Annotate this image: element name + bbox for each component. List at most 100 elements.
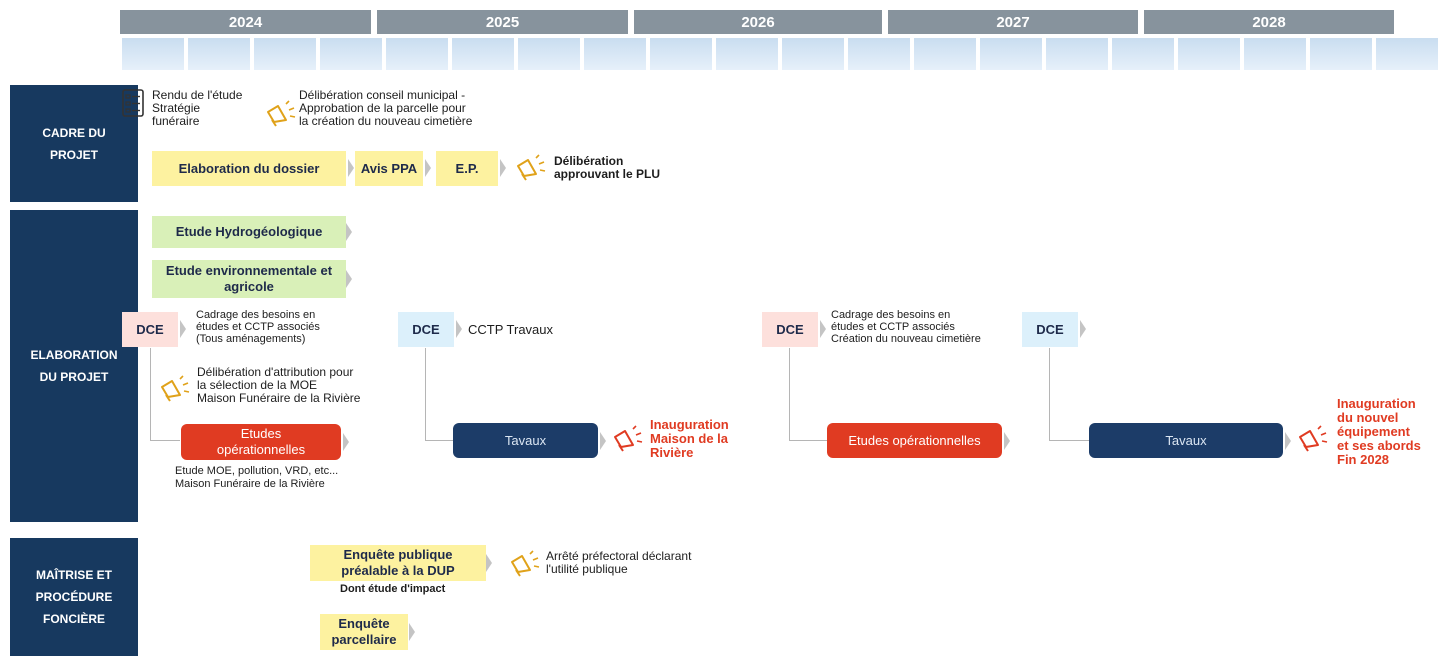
quarter-cell <box>980 38 1042 70</box>
text-line: Inauguration <box>1337 396 1416 411</box>
text-line: et ses abords <box>1337 438 1421 453</box>
chevron-right-icon <box>1285 432 1291 450</box>
rendu-etude-text: Rendu de l'étude Stratégie funéraire <box>152 89 242 128</box>
megaphone-icon <box>267 100 296 127</box>
megaphone-icon <box>1299 425 1328 452</box>
section-label-line: procédure <box>35 590 113 604</box>
connector-line <box>1049 440 1089 441</box>
quarter-cell <box>914 38 976 70</box>
quarter-cell <box>518 38 580 70</box>
connector-line <box>425 348 426 440</box>
text-line: du nouvel <box>1337 410 1399 425</box>
year-header-2026: 2026 <box>634 10 882 34</box>
text-line: Inauguration <box>650 417 729 432</box>
chevron-right-icon <box>409 623 415 641</box>
chevron-right-icon <box>820 320 826 338</box>
text-line: Cadrage des besoins en <box>196 309 316 321</box>
deliberation-moe-text: Délibération d'attribution pour la sélec… <box>197 366 360 405</box>
connector-line <box>425 440 453 441</box>
travaux-box: Tavaux <box>453 423 598 458</box>
quarter-cell <box>1244 38 1306 70</box>
chevron-right-icon <box>600 432 606 450</box>
quarter-cell <box>584 38 646 70</box>
etude-environnementale-box: Etude environnementale et agricole <box>152 260 346 298</box>
quarter-cell <box>848 38 910 70</box>
chevron-right-icon <box>425 159 431 177</box>
year-header-2024: 2024 <box>120 10 371 34</box>
dce-box: DCE <box>1022 312 1078 347</box>
text-line: Maison Funéraire de la Rivière <box>175 478 325 490</box>
year-header-2028: 2028 <box>1144 10 1394 34</box>
connector-line <box>789 348 790 440</box>
travaux-box: Tavaux <box>1089 423 1283 458</box>
quarter-cell <box>188 38 250 70</box>
chevron-right-icon <box>486 554 492 572</box>
chevron-right-icon <box>1004 432 1010 450</box>
connector-line <box>150 440 180 441</box>
section-label-line: Maîtrise et <box>35 568 112 582</box>
quarter-cell <box>1112 38 1174 70</box>
etude-impact-note: Dont étude d'impact <box>340 583 446 595</box>
section-label-line: foncière <box>42 612 105 626</box>
quarter-cell <box>320 38 382 70</box>
quarter-cell <box>386 38 448 70</box>
text-line: Maison Funéraire de la Rivière <box>197 391 361 405</box>
text-line: Arrêté préfectoral déclarant <box>546 549 692 563</box>
text-line: Etudes <box>240 426 282 441</box>
inauguration-maison-text: Inauguration Maison de la Rivière <box>650 418 729 460</box>
etudes-note-text: Etude MOE, pollution, VRD, etc... Maison… <box>175 465 338 491</box>
text-line: Rendu de l'étude <box>152 88 243 102</box>
quarter-cell <box>716 38 778 70</box>
quarter-cell <box>1310 38 1372 70</box>
ep-box: E.P. <box>436 151 498 186</box>
section-maitrise-fonciere: Maîtrise et procédure foncière <box>10 538 138 656</box>
text-line: Délibération d'attribution pour <box>197 365 354 379</box>
chevron-right-icon <box>346 223 352 241</box>
year-header-2025: 2025 <box>377 10 628 34</box>
elaboration-dossier-box: Elaboration du dossier <box>152 151 346 186</box>
chevron-right-icon <box>343 433 349 451</box>
text-line: (Tous aménagements) <box>196 333 306 345</box>
connector-line <box>789 440 827 441</box>
megaphone-icon <box>511 550 540 577</box>
checklist-icon <box>122 89 144 117</box>
text-line: agricole <box>224 279 274 294</box>
connector-line <box>150 348 151 440</box>
text-line: Cadrage des besoins en <box>831 309 951 321</box>
text-line: Enquête <box>338 616 390 631</box>
cctp-travaux-text: CCTP Travaux <box>468 322 554 337</box>
dce-box: DCE <box>762 312 818 347</box>
text-line: funéraire <box>152 114 200 128</box>
text-line: Délibération <box>554 154 624 168</box>
quarter-cell <box>1046 38 1108 70</box>
section-cadre-du-projet: Cadre du projet <box>10 85 138 202</box>
text-line: Etude MOE, pollution, VRD, etc... <box>175 465 339 477</box>
text-line: Enquête publique <box>343 547 453 562</box>
text-line: la création du nouveau cimetière <box>299 114 473 128</box>
text-line: Approbation de la parcelle pour <box>299 101 466 115</box>
deliberation-conseil-text: Délibération conseil municipal - Approba… <box>299 89 472 128</box>
enquete-parcellaire-box: Enquête parcellaire <box>320 614 408 650</box>
chevron-right-icon <box>500 159 506 177</box>
section-label-line: du projet <box>39 370 109 384</box>
text-line: Création du nouveau cimetière <box>831 333 981 345</box>
chevron-right-icon <box>456 320 462 338</box>
enquete-publique-dup-box: Enquête publique préalable à la DUP <box>310 545 486 581</box>
chevron-right-icon <box>346 270 352 288</box>
text-line: approuvant le PLU <box>554 167 661 181</box>
megaphone-icon <box>517 154 546 181</box>
arrete-prefectoral-text: Arrêté préfectoral déclarant l'utilité p… <box>546 550 691 576</box>
text-line: études et CCTP associés <box>831 321 955 333</box>
cadrage-besoins-text: Cadrage des besoins en études et CCTP as… <box>196 309 320 345</box>
quarter-cell <box>452 38 514 70</box>
text-line: la sélection de la MOE <box>197 378 318 392</box>
section-label-line: Elaboration <box>30 348 118 362</box>
text-line: Délibération conseil municipal - <box>299 88 466 102</box>
quarter-cell <box>122 38 184 70</box>
section-label-line: Cadre du <box>42 125 106 140</box>
quarter-cell <box>782 38 844 70</box>
text-line: équipement <box>1337 424 1410 439</box>
year-header-2027: 2027 <box>888 10 1138 34</box>
etudes-operationnelles-box: Etudes opérationnelles <box>827 423 1002 458</box>
text-line: opérationnelles <box>216 442 306 457</box>
